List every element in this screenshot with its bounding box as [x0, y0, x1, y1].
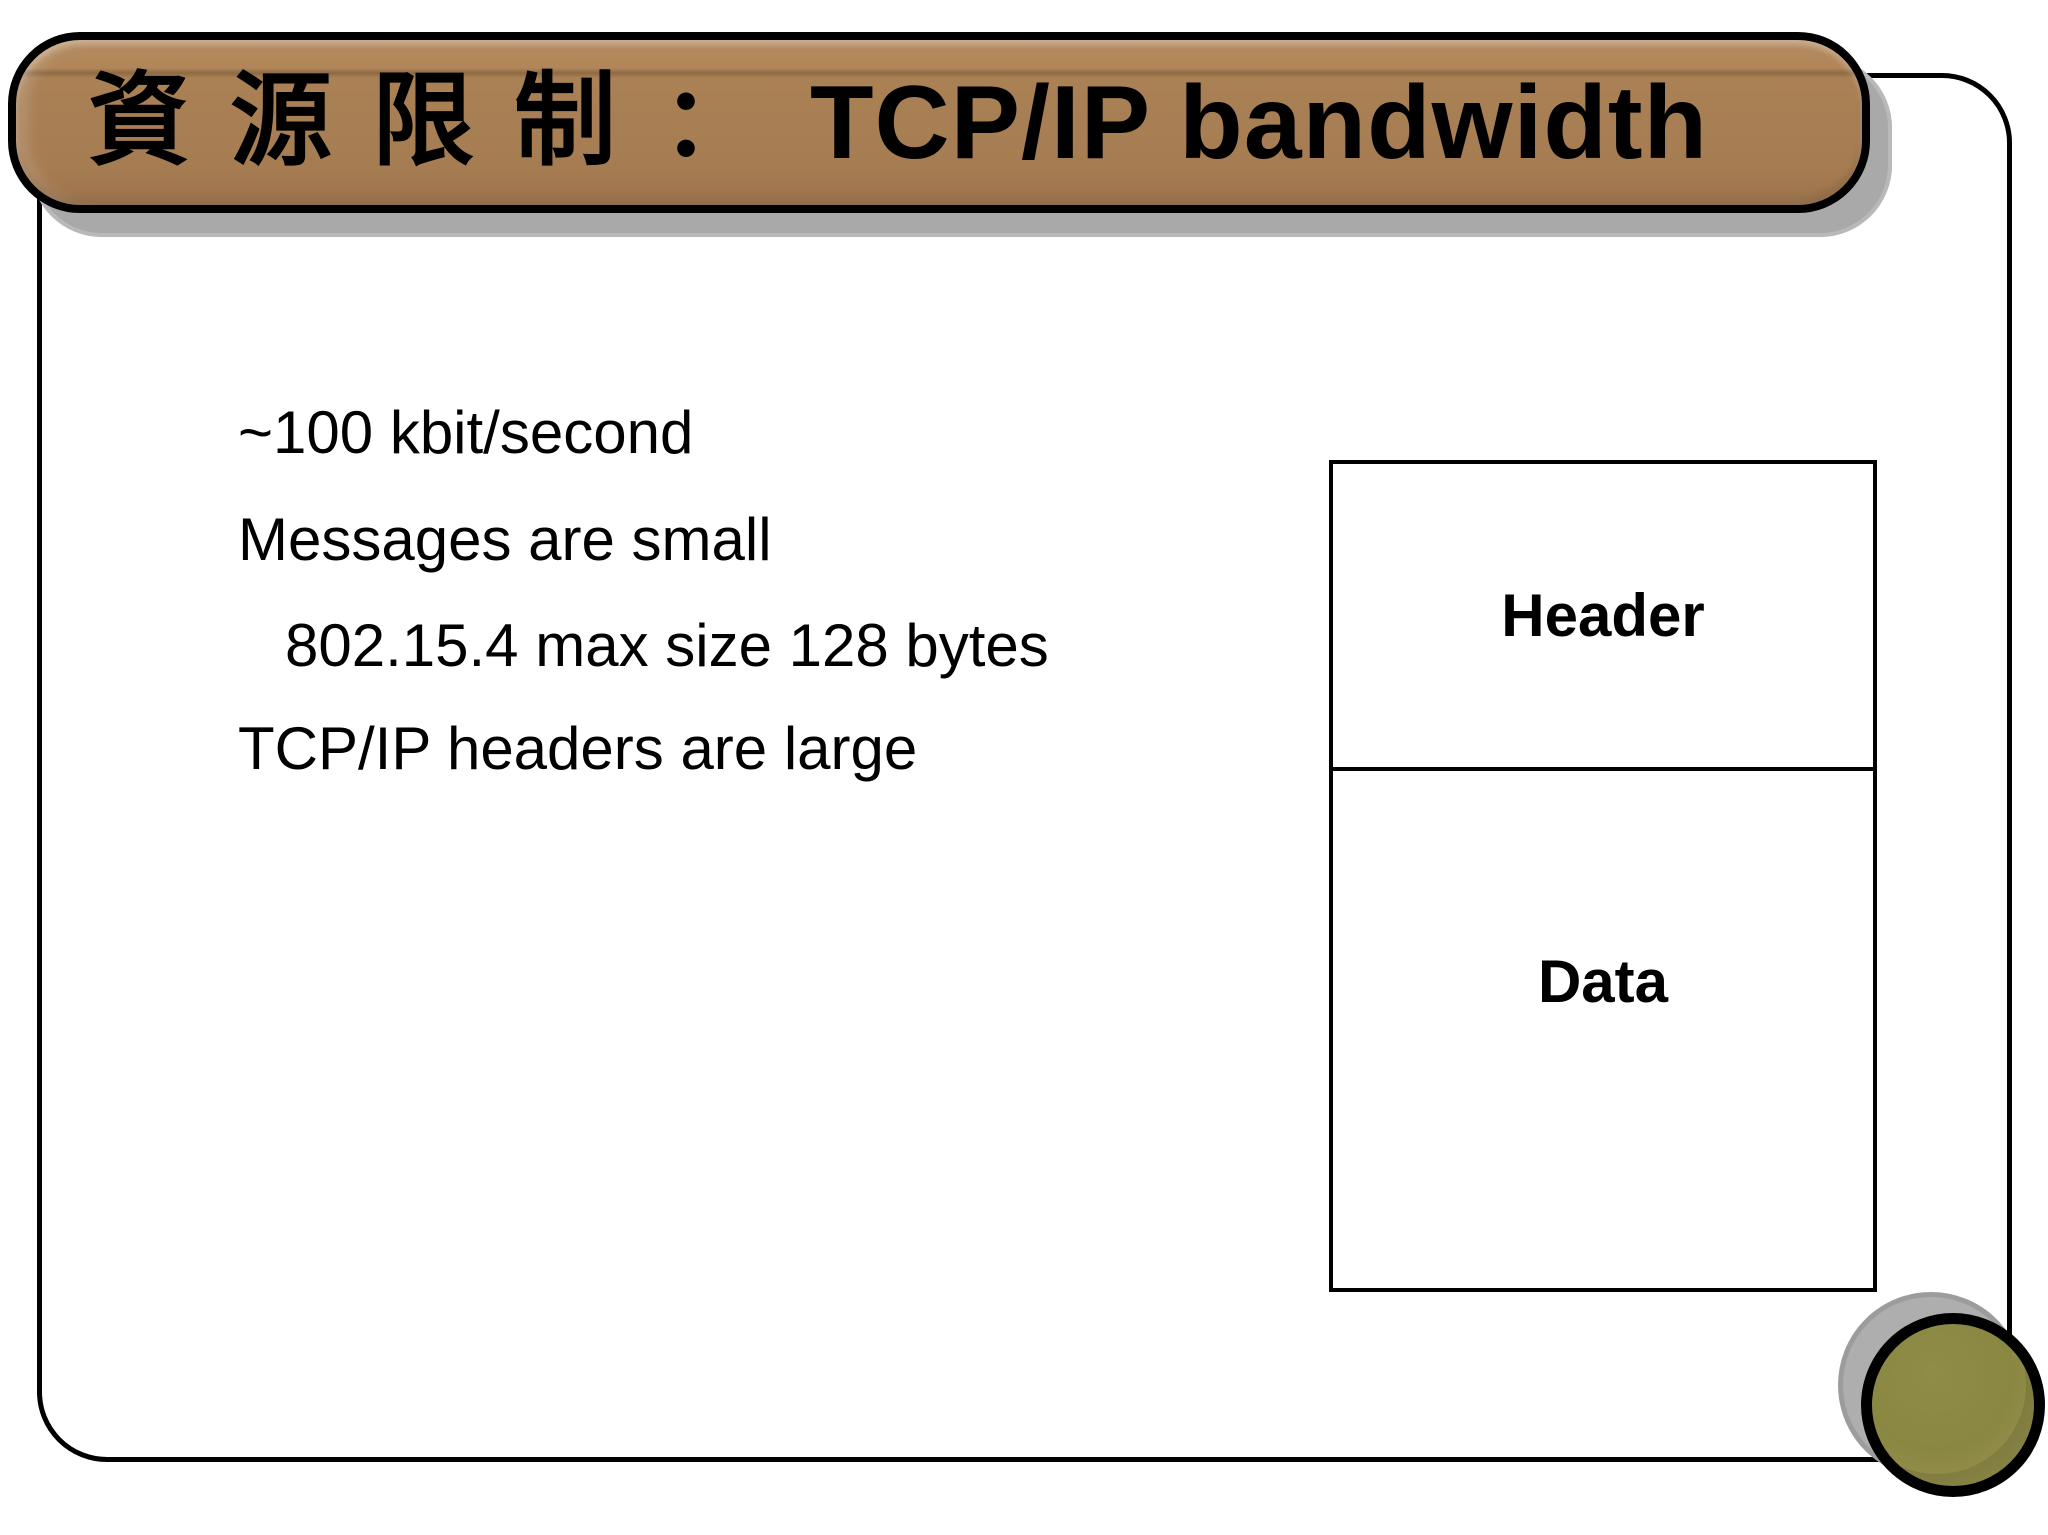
title-latin: TCP/IP bandwidth	[810, 64, 1709, 181]
packet-data-label: Data	[1537, 948, 1669, 1015]
packet-diagram: Header Data	[1329, 460, 1877, 1292]
title-chinese: 資源限制	[88, 65, 656, 179]
title-banner: 資源限制 ： TCP/IP bandwidth	[8, 32, 1870, 213]
packet-header-section: Header	[1333, 464, 1873, 771]
bullet-max-size: 802.15.4 max size 128 bytes	[285, 612, 1049, 679]
packet-header-label: Header	[1501, 582, 1705, 649]
bullet-bandwidth: ~100 kbit/second	[238, 399, 694, 466]
bullet-headers-large: TCP/IP headers are large	[238, 715, 918, 782]
title-colon: ：	[662, 68, 758, 176]
bullet-messages-small: Messages are small	[238, 506, 772, 573]
page-marker-circle	[1861, 1313, 2045, 1497]
packet-data-section: Data	[1333, 771, 1873, 1288]
